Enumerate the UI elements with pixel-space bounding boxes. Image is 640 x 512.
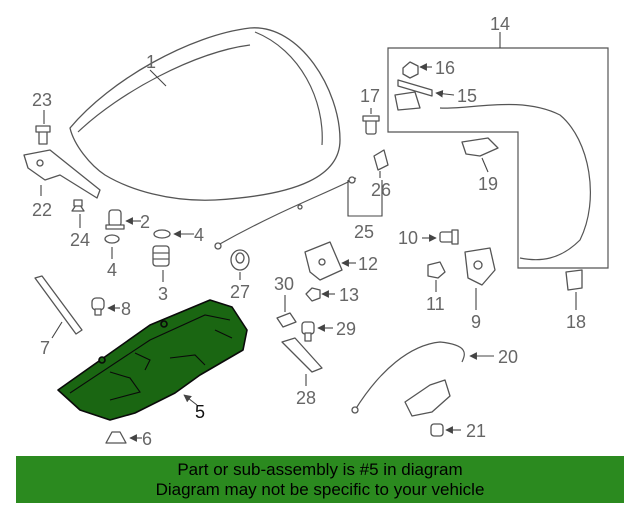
banner-line-2: Diagram may not be specific to your vehi… xyxy=(155,480,485,499)
part-13-nut xyxy=(305,287,321,302)
banner-line-1: Part or sub-assembly is #5 in diagram xyxy=(177,460,463,479)
part-21-bolt xyxy=(430,423,444,437)
part-24-clip xyxy=(71,199,85,212)
leader-lines xyxy=(40,32,577,442)
part-22-hinge xyxy=(23,149,101,199)
part-1-hood xyxy=(69,27,341,201)
part-6-clip xyxy=(105,431,127,444)
part-26-clip xyxy=(373,149,389,171)
part-15-latch-plate xyxy=(394,79,433,111)
callout-23: 23 xyxy=(32,90,52,110)
callout-14: 14 xyxy=(490,14,510,34)
callout-9: 9 xyxy=(471,312,481,332)
callout-6: 6 xyxy=(142,429,152,449)
part-14-cable-assembly-frame xyxy=(387,47,609,269)
callout-4a: 4 xyxy=(107,260,117,280)
part-4b-ring xyxy=(153,229,171,239)
part-25-support-rod xyxy=(214,176,357,250)
callout-2: 2 xyxy=(140,212,150,232)
callout-4b: 4 xyxy=(194,225,204,245)
part-2-bumper xyxy=(105,209,125,230)
callout-21: 21 xyxy=(466,421,486,441)
callout-15: 15 xyxy=(457,86,477,106)
part-9-hood-latch xyxy=(464,247,496,286)
callout-5: 5 xyxy=(195,402,205,422)
part-16-bolt xyxy=(402,61,419,79)
callout-28: 28 xyxy=(296,388,316,408)
callout-20: 20 xyxy=(498,347,518,367)
callout-19: 19 xyxy=(478,174,498,194)
part-5-hood-insulator xyxy=(57,299,248,421)
part-20-release-cable xyxy=(351,341,465,414)
callout-16: 16 xyxy=(435,58,455,78)
callout-17: 17 xyxy=(360,86,380,106)
callout-30: 30 xyxy=(274,274,294,294)
callout-11: 11 xyxy=(426,294,445,314)
part-17-bolt xyxy=(362,115,380,135)
part-23-bolt xyxy=(35,125,51,145)
part-18-clip xyxy=(565,269,583,291)
info-banner: Part or sub-assembly is #5 in diagram Di… xyxy=(16,456,624,503)
part-3-stopper xyxy=(152,245,170,267)
callout-12: 12 xyxy=(358,254,378,274)
callout-labels: 1 2 3 4 4 5 6 7 8 9 10 11 12 13 14 15 16… xyxy=(32,14,586,449)
callout-24: 24 xyxy=(70,230,90,250)
part-8-bolt xyxy=(91,297,105,316)
part-11-bumper xyxy=(427,261,446,279)
callout-1: 1 xyxy=(146,52,156,72)
callout-29: 29 xyxy=(336,319,356,339)
callout-10: 10 xyxy=(398,228,418,248)
part-27-grommet xyxy=(230,249,250,271)
callout-7: 7 xyxy=(40,338,50,358)
part-12-bracket xyxy=(304,241,343,281)
part-30-clip xyxy=(276,312,297,328)
part-20-release-lever xyxy=(404,379,451,417)
callout-25: 25 xyxy=(354,222,374,242)
callout-27: 27 xyxy=(230,282,250,302)
part-4-ring xyxy=(104,234,120,244)
parts-diagram: 1 2 3 4 4 5 6 7 8 9 10 11 12 13 14 15 16… xyxy=(23,14,609,449)
part-19-release-handle xyxy=(461,137,499,157)
callout-26: 26 xyxy=(371,180,391,200)
callout-22: 22 xyxy=(32,200,52,220)
callout-13: 13 xyxy=(339,285,359,305)
callout-3: 3 xyxy=(158,284,168,304)
callout-8: 8 xyxy=(121,299,131,319)
part-28-bracket xyxy=(281,337,323,373)
callout-18: 18 xyxy=(566,312,586,332)
part-29-bolt xyxy=(301,321,315,342)
part-10-bolt xyxy=(439,229,459,245)
part-7-prop-rod xyxy=(34,275,83,335)
